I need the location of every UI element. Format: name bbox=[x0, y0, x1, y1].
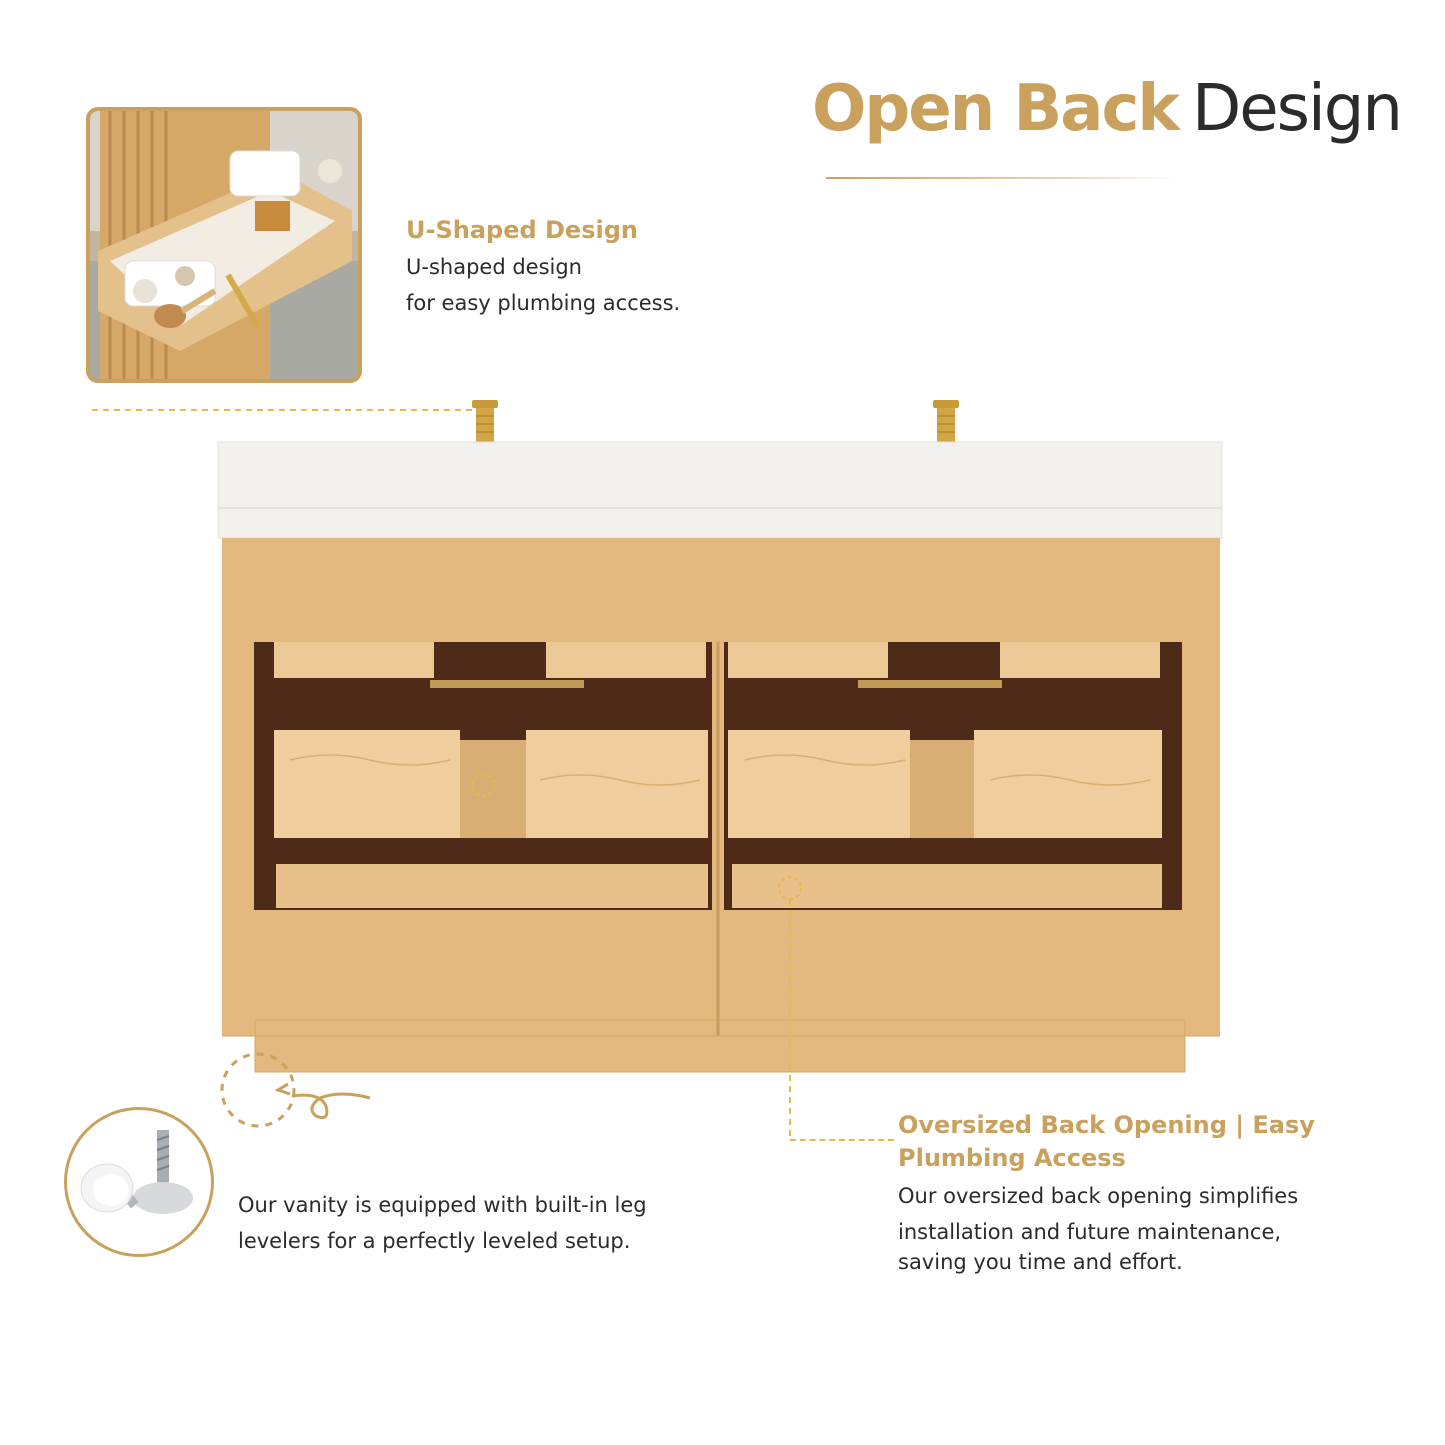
page-title-light: Design bbox=[1191, 72, 1403, 146]
leveler-line-2: levelers for a perfectly leveled setup. bbox=[238, 1229, 631, 1253]
oversized-title-line-1: Oversized Back Opening | Easy bbox=[898, 1111, 1315, 1139]
dashed-circle-icon bbox=[471, 773, 495, 797]
curly-arrow-icon bbox=[291, 1092, 371, 1120]
open-drawer-photo bbox=[86, 107, 362, 383]
leg-leveler-illustration bbox=[80, 1130, 193, 1214]
leveler-line-1: Our vanity is equipped with built-in leg bbox=[238, 1193, 647, 1217]
brass-faucet-icon bbox=[933, 400, 959, 444]
oversized-title-line-2: Plumbing Access bbox=[898, 1144, 1126, 1172]
oversized-line-1: Our oversized back opening simplifies bbox=[898, 1184, 1299, 1208]
oversized-line-3: saving you time and effort. bbox=[898, 1250, 1183, 1274]
open-drawer-illustration bbox=[90, 111, 358, 379]
dashed-circle-icon bbox=[220, 1052, 296, 1128]
title-underline bbox=[826, 177, 1176, 179]
callout-line-oversized-horizontal bbox=[790, 1139, 894, 1141]
page-title-bold: Open Back bbox=[812, 72, 1180, 146]
oversized-line-2: installation and future maintenance, bbox=[898, 1220, 1282, 1244]
brass-faucet-icon bbox=[472, 400, 498, 444]
u-shaped-line-1: U-shaped design bbox=[406, 255, 582, 279]
vanity-back-illustration bbox=[92, 400, 1223, 1140]
leg-leveler-photo bbox=[64, 1107, 214, 1257]
u-shaped-line-2: for easy plumbing access. bbox=[406, 291, 681, 315]
u-shaped-title: U-Shaped Design bbox=[406, 216, 638, 244]
